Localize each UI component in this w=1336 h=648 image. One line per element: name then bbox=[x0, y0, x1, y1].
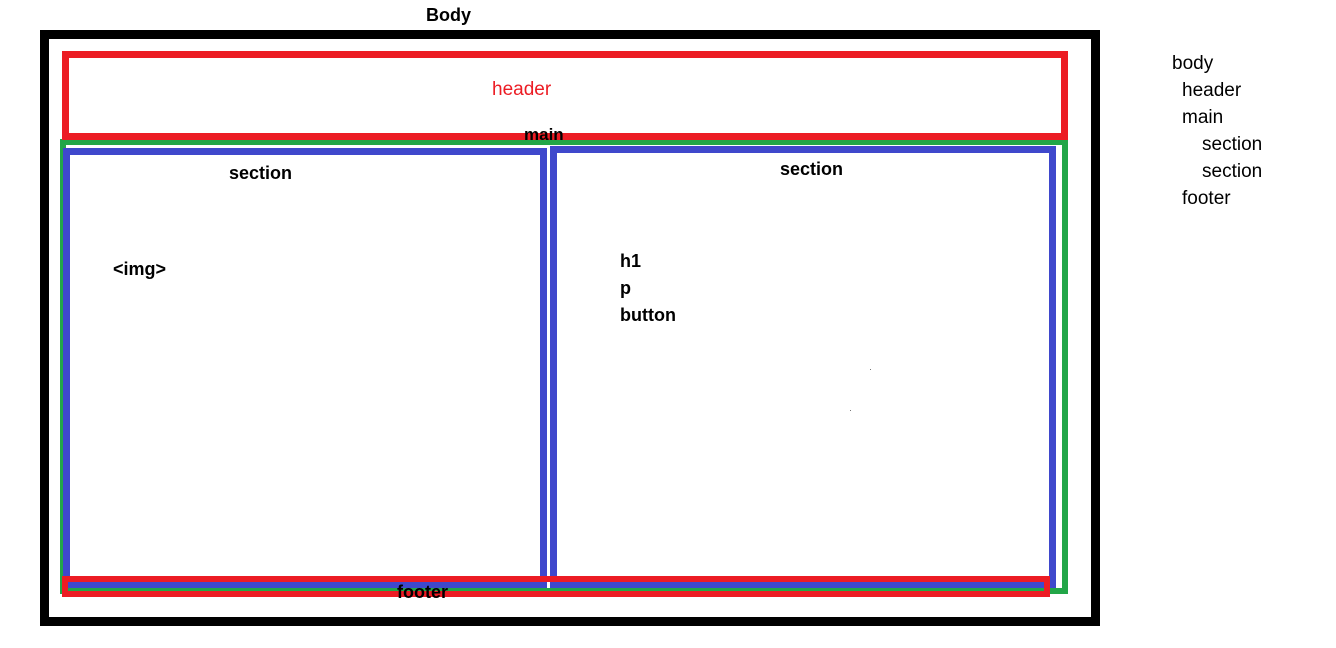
main-label: main bbox=[524, 125, 564, 144]
speck bbox=[870, 369, 871, 370]
section-right-box bbox=[550, 146, 1056, 588]
h1-label: h1 bbox=[620, 251, 642, 271]
footer-label: footer bbox=[397, 582, 448, 602]
section-right-label: section bbox=[780, 159, 844, 179]
tree-item-section: section bbox=[1202, 134, 1263, 155]
header-label: header bbox=[492, 79, 552, 100]
footer-box bbox=[62, 576, 1050, 597]
tree-item-main: main bbox=[1182, 107, 1224, 128]
header-box bbox=[62, 51, 1068, 140]
tree-item-header: header bbox=[1182, 80, 1242, 101]
body-box bbox=[40, 30, 1100, 626]
speck bbox=[850, 410, 851, 411]
body-label: Body bbox=[426, 5, 471, 25]
tree-item-section: section bbox=[1202, 161, 1263, 182]
img-label: <img> bbox=[113, 259, 167, 279]
section-left-box bbox=[63, 148, 547, 588]
tree-item-body: body bbox=[1172, 53, 1214, 74]
tree-item-footer: footer bbox=[1182, 188, 1231, 209]
section-left-label: section bbox=[229, 163, 293, 183]
button-label: button bbox=[620, 305, 676, 325]
p-label: p bbox=[620, 278, 631, 298]
